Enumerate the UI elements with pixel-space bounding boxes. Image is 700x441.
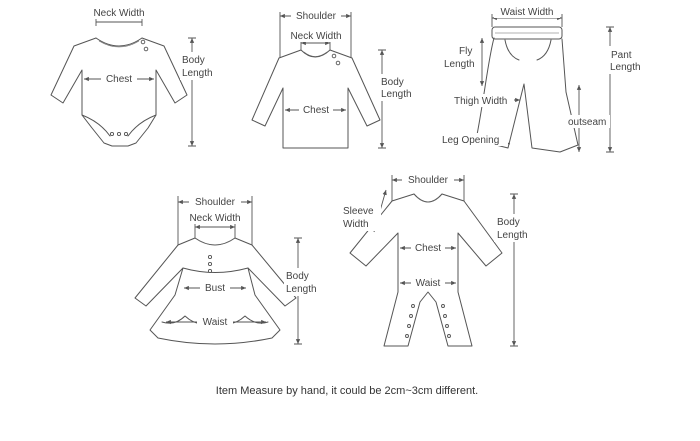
romper-sleeve-width-label-1: Sleeve (343, 206, 374, 217)
pants-pant-length-label-1: Pant (611, 50, 632, 61)
pants-fly-length-label-2: Length (444, 59, 475, 70)
pants-waist-width-label: Waist Width (501, 7, 554, 18)
tshirt-shoulder-label: Shoulder (296, 11, 337, 22)
bodysuit-figure: Neck Width Chest Body Length (50, 6, 218, 147)
dress-body-length-label-1: Body (286, 271, 309, 282)
romper-body-length-label-2: Length (497, 230, 528, 241)
bodysuit-body-length-label-2: Length (182, 68, 213, 79)
dress-bust-label: Bust (205, 283, 225, 294)
romper-chest-label: Chest (415, 243, 441, 254)
dress-figure: Shoulder Neck Width Bust Waist Body Leng… (134, 195, 324, 345)
dress-waist-label: Waist (203, 317, 228, 328)
romper-shoulder-label: Shoulder (408, 175, 449, 186)
pants-pant-length-label-2: Length (610, 62, 641, 73)
tshirt-body-length-label-1: Body (381, 77, 404, 88)
romper-sleeve-width-label-2: Width (343, 219, 369, 230)
bodysuit-neck-width-label: Neck Width (93, 8, 144, 19)
romper-body-length-label-1: Body (497, 217, 520, 228)
pants-leg-opening-label: Leg Opening (442, 135, 499, 146)
dress-body-length-label-2: Length (286, 284, 317, 295)
tshirt-neck-width-label: Neck Width (290, 31, 341, 42)
bodysuit-body-length-label-1: Body (182, 55, 205, 66)
bodysuit-chest-label: Chest (106, 74, 132, 85)
romper-waist-label: Waist (416, 278, 441, 289)
dress-shoulder-label: Shoulder (195, 197, 236, 208)
pants-thigh-width-label: Thigh Width (454, 96, 507, 107)
tshirt-chest-label: Chest (303, 105, 329, 116)
pants-figure: Waist Width Fly Length Pant Length Thigh… (440, 5, 644, 153)
pants-outseam-label: outseam (568, 117, 606, 128)
tshirt-figure: Shoulder Neck Width Chest Body Length (251, 9, 417, 149)
romper-figure: Shoulder Sleeve Width Chest Waist Body L… (341, 173, 534, 347)
pants-fly-length-label-1: Fly (459, 46, 472, 57)
dress-neck-width-label: Neck Width (189, 213, 240, 224)
measurement-note: Item Measure by hand, it could be 2cm~3c… (216, 385, 478, 397)
tshirt-body-length-label-2: Length (381, 89, 412, 100)
